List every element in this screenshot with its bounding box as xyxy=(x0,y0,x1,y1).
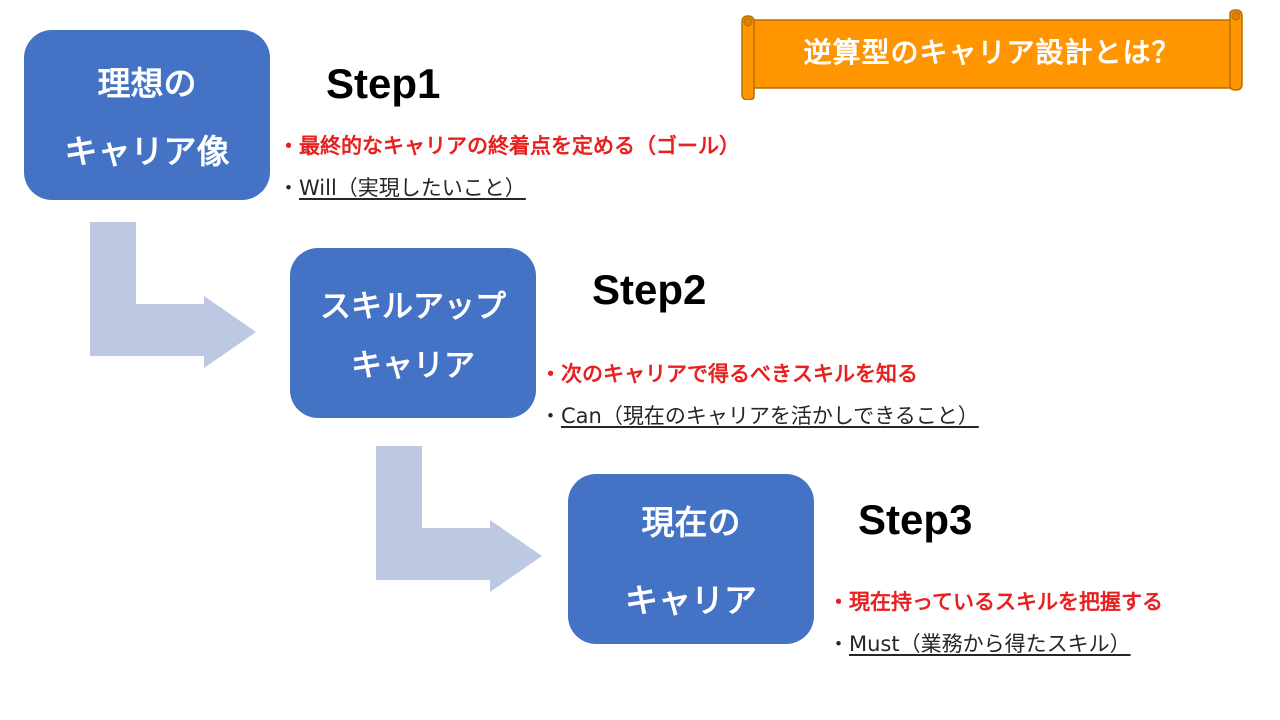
box-line: キャリア xyxy=(351,348,475,384)
step-label-3: Step3 xyxy=(858,496,973,543)
box-line: キャリア xyxy=(625,581,757,620)
detail-text-3: ・Must（業務から得たスキル） xyxy=(828,628,1131,658)
box-line: 理想の xyxy=(97,64,197,103)
box-line: キャリア像 xyxy=(64,132,230,171)
bent-arrow-2 xyxy=(376,446,542,592)
box-line: スキルアップ xyxy=(320,289,506,325)
banner-title: 逆算型のキャリア設計とは？ xyxy=(803,36,1181,69)
goal-text-2: ・次のキャリアで得るべきスキルを知る xyxy=(540,362,918,386)
bullet: ・ xyxy=(540,404,561,428)
bullet: ・ xyxy=(828,632,849,656)
detail-label: Must（業務から得たスキル） xyxy=(849,632,1131,656)
bent-arrow-1 xyxy=(90,222,256,368)
detail-text-2: ・Can（現在のキャリアを活かしできること） xyxy=(540,400,979,430)
goal-text-1: ・最終的なキャリアの終着点を定める（ゴール） xyxy=(278,134,740,158)
step-label-2: Step2 xyxy=(592,266,707,313)
box-line: 現在の xyxy=(641,503,741,542)
bullet: ・ xyxy=(278,176,299,200)
detail-label: Can（現在のキャリアを活かしできること） xyxy=(561,404,979,428)
step-label-1: Step1 xyxy=(326,60,441,107)
title-banner-scroll xyxy=(741,9,1243,100)
detail-label: Will（実現したいこと） xyxy=(299,176,526,200)
box-current-career: 現在の キャリア xyxy=(568,474,814,644)
goal-text-3: ・現在持っているスキルを把握する xyxy=(828,590,1163,614)
box-skillup-career: スキルアップ キャリア xyxy=(290,248,536,418)
detail-text-1: ・Will（実現したいこと） xyxy=(278,172,526,202)
box-ideal-career: 理想の キャリア像 xyxy=(24,30,270,200)
